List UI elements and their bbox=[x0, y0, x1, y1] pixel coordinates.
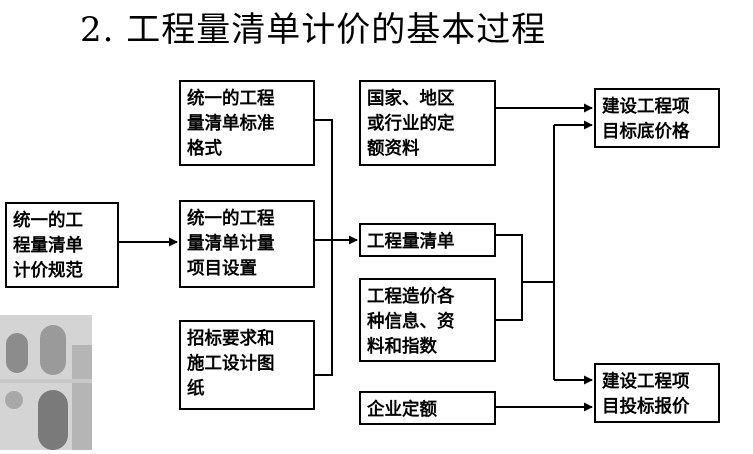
box-measurement-items: 统一的工程 量清单计量 项目设置 bbox=[179, 200, 315, 288]
building-illustration bbox=[0, 315, 92, 450]
box-bid-price: 建设工程项 目投标报价 bbox=[594, 363, 720, 423]
box-tender-requirements: 招标要求和 施工设计图 纸 bbox=[179, 320, 315, 410]
box-standard-format: 统一的工程 量清单标准 格式 bbox=[179, 80, 315, 166]
box-pricing-spec: 统一的工 程量清单 计价规范 bbox=[5, 202, 119, 288]
box-enterprise-quota: 企业定额 bbox=[359, 391, 496, 425]
box-quota-data: 国家、地区 或行业的定 额资料 bbox=[359, 80, 496, 166]
box-bill-of-quantities: 工程量清单 bbox=[359, 223, 496, 257]
box-cost-information: 工程造价各 种信息、资 料和指数 bbox=[359, 278, 496, 362]
box-base-price: 建设工程项 目标底价格 bbox=[594, 88, 720, 148]
slide-title: 2. 工程量清单计价的基本过程 bbox=[80, 10, 547, 50]
